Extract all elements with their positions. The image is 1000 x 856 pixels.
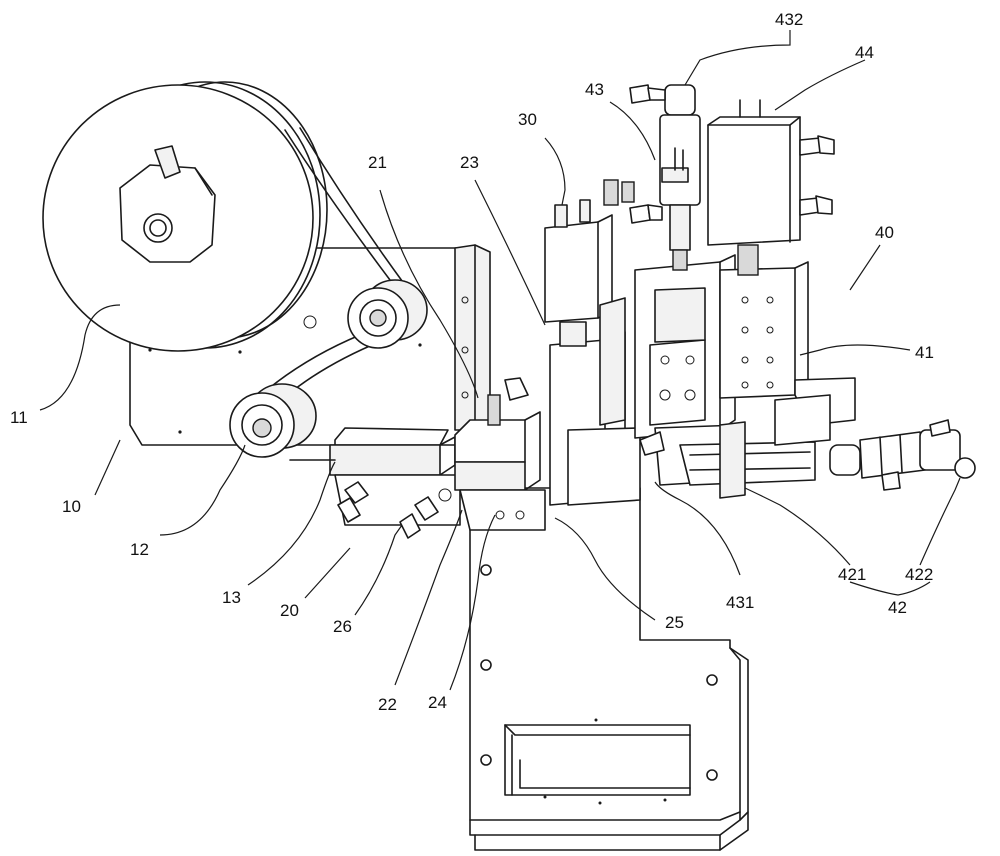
leader-lines (39, 30, 961, 691)
label-42: 42 (888, 598, 907, 617)
label-40: 40 (875, 223, 894, 242)
label-23: 23 (460, 153, 479, 172)
label-30: 30 (518, 110, 537, 129)
label-432: 432 (775, 10, 803, 29)
label-10: 10 (62, 497, 81, 516)
label-21: 21 (368, 153, 387, 172)
cylinder-44 (707, 99, 835, 276)
tape-reel (42, 81, 328, 352)
slide-42 (639, 394, 976, 499)
label-12: 12 (130, 540, 149, 559)
label-431: 431 (726, 593, 754, 612)
vertical-unit-30 (544, 179, 641, 506)
base-stand (469, 487, 749, 851)
label-43: 43 (585, 80, 604, 99)
label-26: 26 (333, 617, 352, 636)
label-20: 20 (280, 601, 299, 620)
label-44: 44 (855, 43, 874, 62)
label-22: 22 (378, 695, 397, 714)
guide-block (289, 427, 461, 539)
cylinder-43 (629, 84, 701, 271)
lower-pulley (229, 383, 317, 458)
upper-pulley (347, 279, 428, 349)
label-421: 421 (838, 565, 866, 584)
label-24: 24 (428, 693, 447, 712)
label-11: 11 (10, 408, 28, 427)
label-25: 25 (665, 613, 684, 632)
reference-labels: 11 10 12 13 20 26 22 24 21 23 30 43 432 … (10, 10, 934, 714)
press-block (454, 377, 546, 531)
label-422: 422 (905, 565, 933, 584)
label-41: 41 (915, 343, 934, 362)
label-13: 13 (222, 588, 241, 607)
